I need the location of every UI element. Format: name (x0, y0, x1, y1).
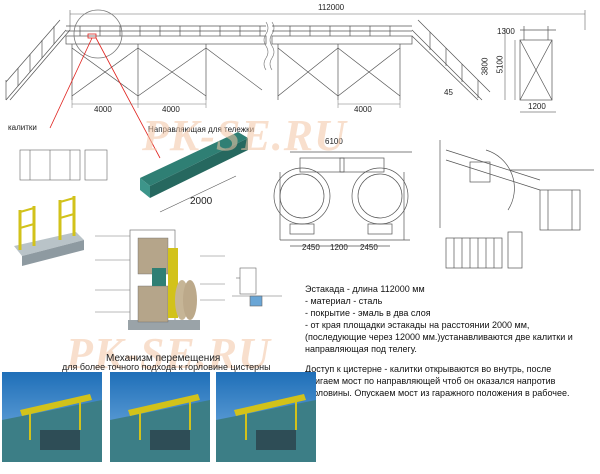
left-platform (65, 25, 267, 100)
description-line: - материал - сталь (305, 296, 383, 306)
guide-length-label: 2000 (190, 196, 213, 207)
right-platform (271, 25, 413, 100)
span-mid-label: 4000 (162, 105, 180, 114)
span-left-label: 4000 (94, 105, 112, 114)
detail-callout (49, 9, 161, 159)
access-line: двигаем мост по направляющей чтоб он ока… (305, 376, 556, 386)
mechanism-subtitle: для более точного подхода к горловине ци… (62, 362, 271, 372)
mechanism-side-detail (232, 267, 282, 307)
height-1300-label: 1300 (497, 27, 515, 36)
description-line: - от края площадки эстакады на расстояни… (305, 320, 530, 330)
bottom-2450-left-label: 2450 (302, 243, 320, 252)
gates-2d (19, 149, 108, 181)
span-dimensions (71, 100, 401, 108)
right-stair (411, 19, 491, 101)
access-line: горловины. Опускаем мост из гаражного по… (305, 388, 570, 398)
gangway-detail (439, 140, 594, 269)
guide-label: Направляющая для тележки (148, 125, 255, 134)
height-3800-label: 3800 (480, 57, 490, 76)
description-line: (последующие через 12000 мм.)устанавлива… (305, 332, 573, 342)
watermark-top: PK-SE.RU (142, 111, 347, 160)
description-line: - покрытие - эмаль в два слоя (305, 308, 431, 318)
angle-label: 45 (444, 88, 453, 97)
bottom-1200-label: 1200 (330, 243, 348, 252)
gates-3d (14, 196, 84, 266)
guide-rail-3d (140, 132, 248, 213)
total-length-dimension (69, 10, 586, 30)
width-6100-label: 6100 (325, 137, 343, 146)
access-line: Доступ к цистерне - калитки открываются … (305, 364, 552, 374)
description-line: направляющая под телегу. (305, 344, 417, 354)
mechanism-title: Механизм перемещения (106, 353, 221, 364)
height-5100-label: 5100 (495, 55, 505, 74)
total-length-label: 112000 (318, 3, 345, 12)
tank-cars (273, 151, 412, 247)
width-1200-label: 1200 (528, 102, 546, 111)
span-right-label: 4000 (354, 105, 372, 114)
break-marks (263, 21, 275, 71)
access-block: Доступ к цистерне - калитки открываются … (305, 363, 569, 399)
left-stair (5, 19, 71, 101)
side-elevation (504, 26, 556, 113)
mechanism-drawing (95, 229, 225, 330)
watermark-bottom: PK-SE.RU (66, 329, 271, 378)
description-line: Эстакада - длина 112000 мм (305, 284, 425, 294)
gates-label: калитки (8, 123, 37, 132)
description-block: Эстакада - длина 112000 мм - материал - … (305, 283, 573, 355)
bottom-2450-right-label: 2450 (360, 243, 378, 252)
